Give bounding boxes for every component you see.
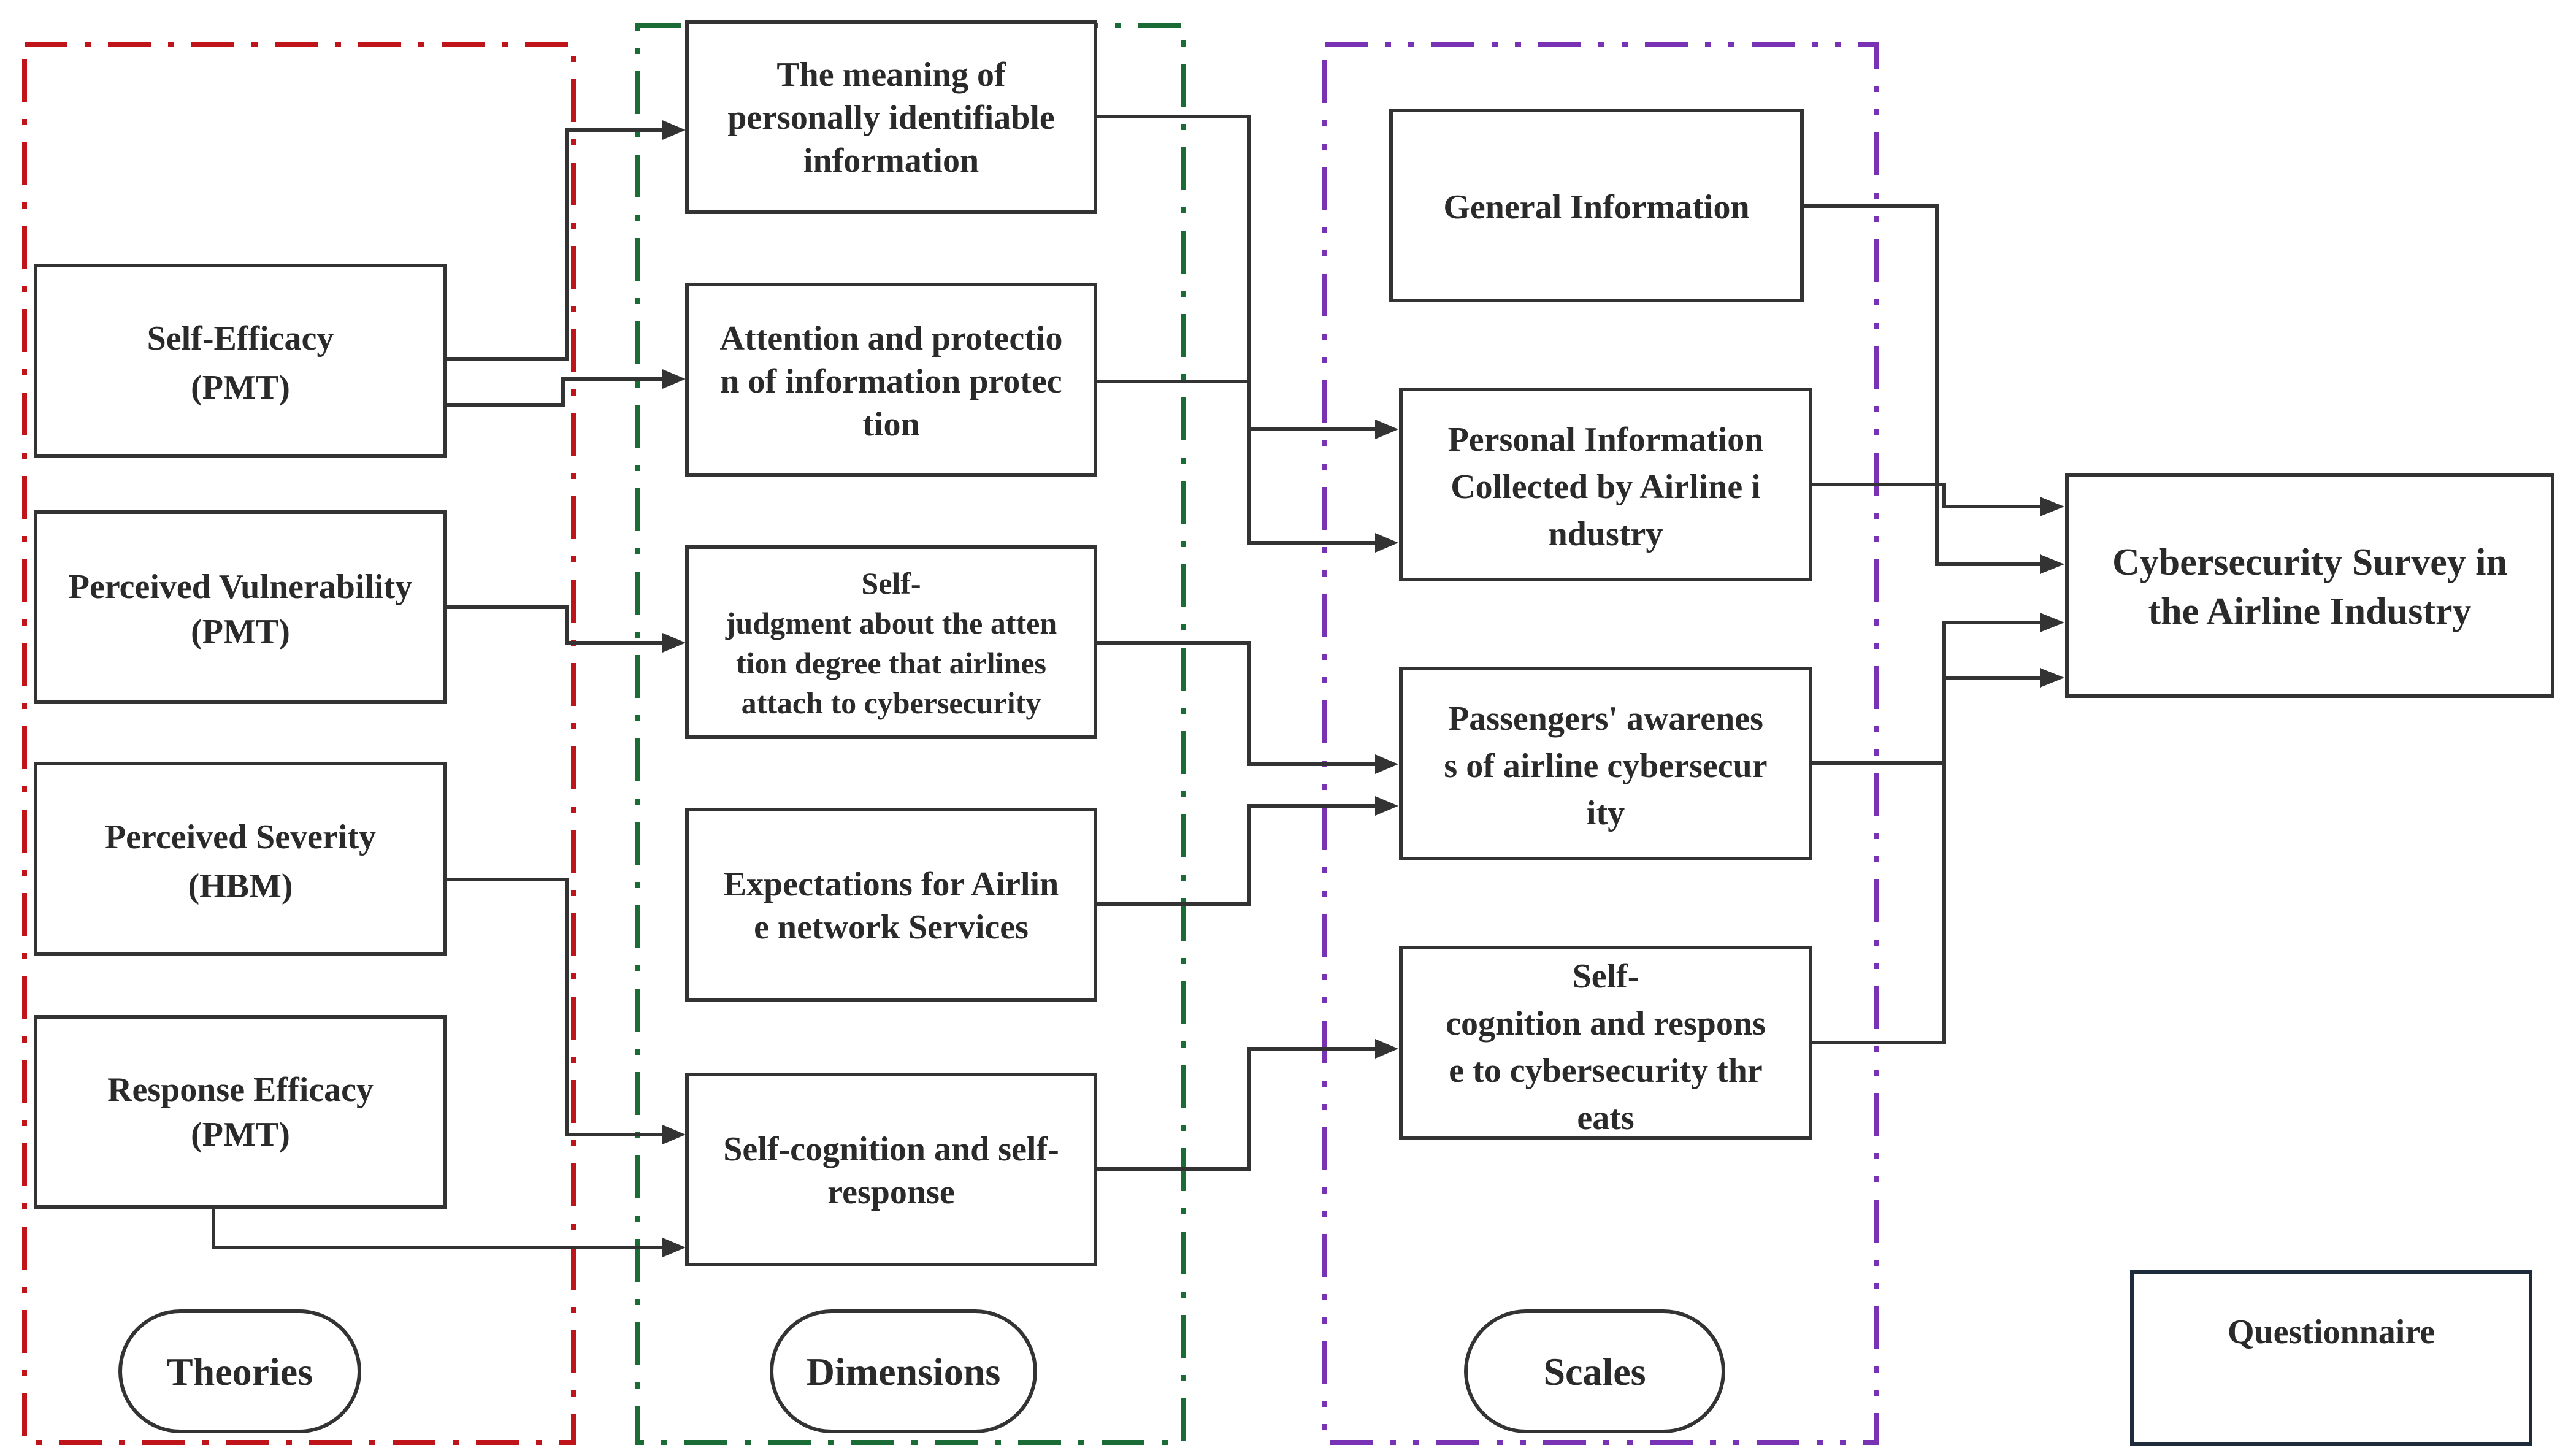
target-node-cybersecurity-survey: Cybersecurity Survey in the Airline Indu… <box>2065 473 2554 698</box>
arrowhead <box>2040 613 2064 632</box>
node-label-line: The meaning of <box>776 56 1006 94</box>
arrowhead <box>662 1125 686 1144</box>
connector-awareness-to-target <box>1811 676 2040 765</box>
node-label-line: Expectations for Airlin <box>724 865 1059 903</box>
theory-node-perceived-vulnerability: Perceived Vulnerability (PMT) <box>34 510 447 704</box>
group-label-text: Dimensions <box>807 1350 1001 1393</box>
arrowhead <box>662 633 686 653</box>
node-label-line: eats <box>1577 1099 1634 1137</box>
node-label-line: information <box>803 142 979 180</box>
node-label-line: e to cybersecurity thr <box>1449 1052 1763 1090</box>
node-label-line: Self- <box>861 566 921 600</box>
node-label-line: s of airline cybersecur <box>1444 747 1767 785</box>
theory-node-perceived-severity: Perceived Severity (HBM) <box>34 762 447 956</box>
node-label-line: tion <box>862 405 919 443</box>
dimension-node-expectations: Expectations for Airlin e network Servic… <box>685 808 1097 1002</box>
arrowhead <box>1375 754 1398 774</box>
group-label-text: Theories <box>167 1350 313 1393</box>
node-label-line: (HBM) <box>188 867 293 905</box>
node-label-line: (PMT) <box>191 369 290 407</box>
connector-pii-meaning-to-personal-information <box>1095 115 1375 431</box>
node-label-line: (PMT) <box>191 1116 290 1154</box>
scale-node-self-cognition-response: Self- cognition and respons e to cyberse… <box>1399 946 1812 1140</box>
connector-self-efficacy-to-pii-meaning <box>445 128 662 361</box>
scales-group-label: Scales <box>1464 1309 1725 1433</box>
dimension-node-attention-protection: Attention and protectio n of information… <box>685 283 1097 477</box>
scale-node-personal-information: Personal Information Collected by Airlin… <box>1399 388 1812 581</box>
scales-group-frame <box>1322 42 1879 1445</box>
theories-group-frame <box>22 42 576 1445</box>
node-label-line: General Information <box>1443 188 1749 226</box>
arrowhead <box>1375 533 1398 553</box>
node-label-line: Perceived Severity <box>105 818 376 856</box>
arrowhead <box>1375 420 1398 439</box>
node-label-line: (PMT) <box>191 613 290 651</box>
arrowhead <box>662 120 686 140</box>
scale-node-passenger-awareness: Passengers' awarenes s of airline cybers… <box>1399 667 1812 860</box>
node-label-line: Collected by Airline i <box>1451 468 1761 506</box>
connector-self-efficacy-to-attention <box>445 377 662 407</box>
arrowhead <box>662 369 686 389</box>
dimension-node-self-judgment: Self- judgment about the atten tion degr… <box>685 545 1097 739</box>
connector-self-judgment-to-awareness <box>1095 641 1375 766</box>
connector-self-cognition-to-self-cognition-response <box>1095 1047 1375 1171</box>
node-label-line: response <box>827 1173 954 1211</box>
node-label-line: tion degree that airlines <box>736 646 1046 680</box>
connector-response-efficacy-to-self-cognition <box>212 1208 662 1249</box>
connector-expectations-to-awareness <box>1095 804 1375 906</box>
node-label-line: Self- <box>1573 957 1639 995</box>
dimension-node-pii-meaning: The meaning of personally identifiable i… <box>685 20 1097 214</box>
theories-group-label: Theories <box>118 1309 361 1433</box>
arrowhead <box>1375 796 1398 816</box>
group-label-text: Scales <box>1543 1350 1646 1393</box>
node-label-line: e network Services <box>754 908 1029 946</box>
node-label-line: the Airline Industry <box>2148 591 2471 632</box>
node-label-line: Cybersecurity Survey in <box>2112 542 2507 583</box>
connector-attention-to-personal-information <box>1095 380 1375 545</box>
arrowhead <box>2040 668 2064 688</box>
theory-node-response-efficacy: Response Efficacy (PMT) <box>34 1015 447 1209</box>
dimensions-group-label: Dimensions <box>770 1309 1037 1433</box>
arrowhead <box>1375 1039 1398 1059</box>
node-label-line: Self-Efficacy <box>147 320 334 358</box>
theory-node-self-efficacy: Self-Efficacy (PMT) <box>34 264 447 458</box>
node-label-line: judgment about the atten <box>725 606 1057 640</box>
node-label-line: personally identifiable <box>727 99 1055 137</box>
node-label-line: cognition and respons <box>1446 1005 1766 1043</box>
scale-node-general-information: General Information <box>1389 109 1804 302</box>
dimension-node-self-cognition: Self-cognition and self- response <box>685 1073 1097 1266</box>
node-label-line: Response Efficacy <box>107 1071 374 1109</box>
arrowhead <box>662 1238 686 1257</box>
connector-general-information-to-target <box>1802 204 2040 566</box>
arrowhead <box>2040 497 2064 516</box>
node-label-line: attach to cybersecurity <box>742 686 1041 720</box>
connector-vulnerability-to-self-judgment <box>445 605 662 645</box>
node-label-line: n of information protec <box>720 362 1062 400</box>
questionnaire-legend: Questionnaire <box>2130 1270 2532 1446</box>
node-label-line: ity <box>1587 794 1625 832</box>
connector-severity-to-self-cognition <box>445 878 662 1136</box>
legend-label: Questionnaire <box>2228 1313 2435 1351</box>
connectors <box>212 115 2064 1257</box>
node-label-line: Self-cognition and self- <box>723 1130 1059 1168</box>
connector-personal-information-to-target <box>1811 483 2040 508</box>
arrowhead <box>2040 554 2064 574</box>
node-label-line: ndustry <box>1549 515 1663 553</box>
node-label-line: Perceived Vulnerability <box>69 568 413 606</box>
node-label-line: Personal Information <box>1448 421 1764 459</box>
node-label-line: Attention and protectio <box>720 320 1063 358</box>
connector-self-cognition-response-to-target <box>1811 621 2040 1044</box>
node-label-line: Passengers' awarenes <box>1448 700 1763 738</box>
